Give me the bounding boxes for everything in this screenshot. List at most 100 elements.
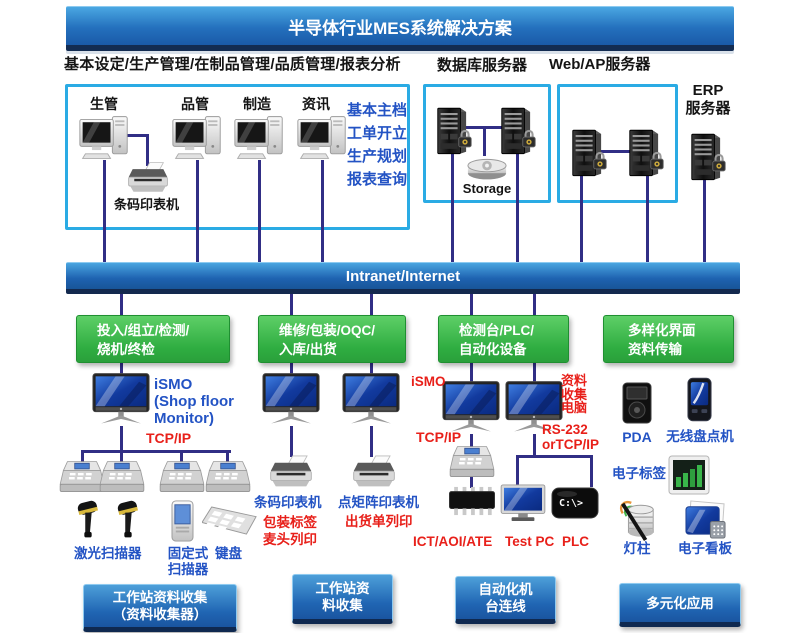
connector-line bbox=[290, 426, 293, 457]
database-server-box bbox=[423, 84, 551, 203]
connector-line bbox=[146, 134, 149, 166]
desktop-pc-icon bbox=[171, 114, 223, 162]
intranet-label: Intranet/Internet bbox=[345, 267, 461, 285]
connector-line bbox=[290, 292, 293, 315]
ismo-label: iSMO bbox=[411, 374, 446, 389]
header-database-server: 数据库服务器 bbox=[437, 57, 528, 74]
connector-line bbox=[533, 292, 536, 315]
flat-monitor-icon bbox=[92, 372, 150, 426]
e-label-icon bbox=[668, 455, 710, 495]
mes-functions-label: 基本主档 工单开立 生产规划 报表查询 bbox=[347, 102, 408, 188]
keypad-icon bbox=[202, 505, 258, 538]
desktop-pc-icon bbox=[233, 114, 285, 162]
connector-line bbox=[370, 363, 373, 376]
connector-line bbox=[258, 160, 261, 262]
pda-label: PDA bbox=[622, 429, 652, 445]
flat-monitor-icon bbox=[442, 380, 500, 434]
dot-matrix-printer-label: 点矩阵印表机 bbox=[338, 495, 419, 510]
light-pole-label: 灯柱 bbox=[623, 541, 651, 556]
page-title: 半导体行业MES系统解决方案 bbox=[288, 18, 512, 38]
test-pc-label: Test PC bbox=[505, 534, 555, 549]
lock-icon bbox=[457, 128, 473, 148]
data-collector-pc-label: 资料 收集 电脑 bbox=[561, 373, 588, 415]
plc-icon: C:\> bbox=[551, 487, 599, 519]
connector-line bbox=[81, 450, 84, 463]
mes-clients-box bbox=[65, 84, 410, 230]
connector-line bbox=[451, 152, 454, 262]
connector-line bbox=[180, 450, 183, 463]
data-collector-icon bbox=[205, 460, 251, 494]
connector-line bbox=[321, 160, 324, 262]
ismo-monitor-label: iSMO (Shop floor Monitor) bbox=[154, 376, 234, 427]
ict-aoi-ate-label: ICT/AOI/ATE bbox=[413, 534, 493, 549]
summary-box-workstation-collector: 工作站资料收集 （资料收集器） bbox=[83, 584, 237, 632]
webap-server-box bbox=[557, 84, 678, 203]
fixed-scanner-icon bbox=[170, 500, 195, 542]
title-banner: 半导体行业MES系统解决方案 bbox=[66, 6, 734, 51]
wireless-counter-icon bbox=[686, 377, 713, 422]
connector-line bbox=[533, 363, 536, 383]
connector-line bbox=[516, 152, 519, 262]
connector-line bbox=[196, 160, 199, 262]
station-label: 制造 bbox=[243, 96, 271, 112]
connector-line bbox=[120, 450, 123, 463]
barcode-scanner-gun-icon bbox=[77, 498, 99, 542]
connector-line bbox=[516, 455, 593, 458]
connector-line bbox=[483, 126, 486, 156]
lock-icon bbox=[592, 150, 608, 170]
station-label: 资讯 bbox=[302, 96, 330, 112]
lock-icon bbox=[711, 152, 727, 172]
plc-screen-text: C:\> bbox=[559, 498, 583, 509]
connector-line bbox=[703, 180, 706, 262]
connector-line bbox=[226, 450, 229, 463]
connector-line bbox=[516, 455, 519, 487]
storage-disk-icon bbox=[466, 154, 508, 181]
barcode-printer-label: 条码印表机 bbox=[114, 197, 180, 212]
e-label-label: 电子标签 bbox=[612, 466, 666, 481]
plc-label: PLC bbox=[562, 534, 589, 549]
process-box-assembly: 投入/组立/检测/ 烧机/终检 bbox=[76, 315, 230, 363]
light-pole-icon bbox=[617, 497, 657, 543]
intranet-bar: Intranet/Internet bbox=[66, 262, 740, 294]
connector-line bbox=[470, 434, 473, 447]
connector-line bbox=[103, 160, 106, 262]
data-collector-icon bbox=[99, 460, 145, 494]
laser-scanner-label: 激光扫描器 bbox=[74, 546, 142, 561]
e-board-label: 电子看板 bbox=[678, 541, 732, 556]
process-box-repair-packing: 维修/包装/OQC/ 入库/出货 bbox=[258, 315, 406, 363]
barcode-printer-label: 条码印表机 bbox=[254, 495, 322, 510]
header-erp-server: ERP 服务器 bbox=[685, 82, 731, 117]
barcode-printer-icon bbox=[269, 454, 313, 490]
fixed-scanner-label: 固定式 扫描器 bbox=[167, 546, 209, 577]
header-webap-server: Web/AP服务器 bbox=[549, 56, 651, 73]
desktop-pc-icon bbox=[296, 114, 348, 162]
connector-line bbox=[117, 134, 149, 137]
station-label: 生管 bbox=[90, 96, 118, 112]
process-box-test-plc: 检测台/PLC/ 自动化设备 bbox=[438, 315, 569, 363]
summary-box-multi-app: 多元化应用 bbox=[619, 583, 741, 627]
pda-icon bbox=[622, 382, 652, 424]
connector-line bbox=[290, 363, 293, 376]
ic-chip-icon bbox=[447, 486, 497, 516]
barcode-printer-icon bbox=[127, 161, 169, 195]
packing-label-note: 包装标签 麦头列印 bbox=[263, 515, 317, 547]
connector-line bbox=[585, 150, 647, 153]
connector-line bbox=[120, 292, 123, 315]
process-box-multi-interface: 多样化界面 资料传输 bbox=[603, 315, 734, 363]
connector-line bbox=[81, 450, 231, 453]
connector-line bbox=[470, 363, 473, 383]
e-board-icon bbox=[683, 498, 728, 541]
connector-line bbox=[533, 434, 536, 457]
tcpip-label: TCP/IP bbox=[416, 429, 462, 445]
dot-matrix-printer-icon bbox=[352, 454, 396, 490]
flat-monitor-icon bbox=[342, 372, 400, 426]
connector-line bbox=[120, 363, 123, 376]
connector-line bbox=[120, 426, 123, 453]
connector-line bbox=[370, 426, 373, 457]
connector-line bbox=[470, 475, 473, 488]
data-collector-icon bbox=[449, 445, 495, 479]
desktop-pc-icon bbox=[78, 114, 130, 162]
summary-box-workstation: 工作站资 料收集 bbox=[292, 574, 393, 624]
keyboard-label: 键盘 bbox=[215, 546, 242, 561]
